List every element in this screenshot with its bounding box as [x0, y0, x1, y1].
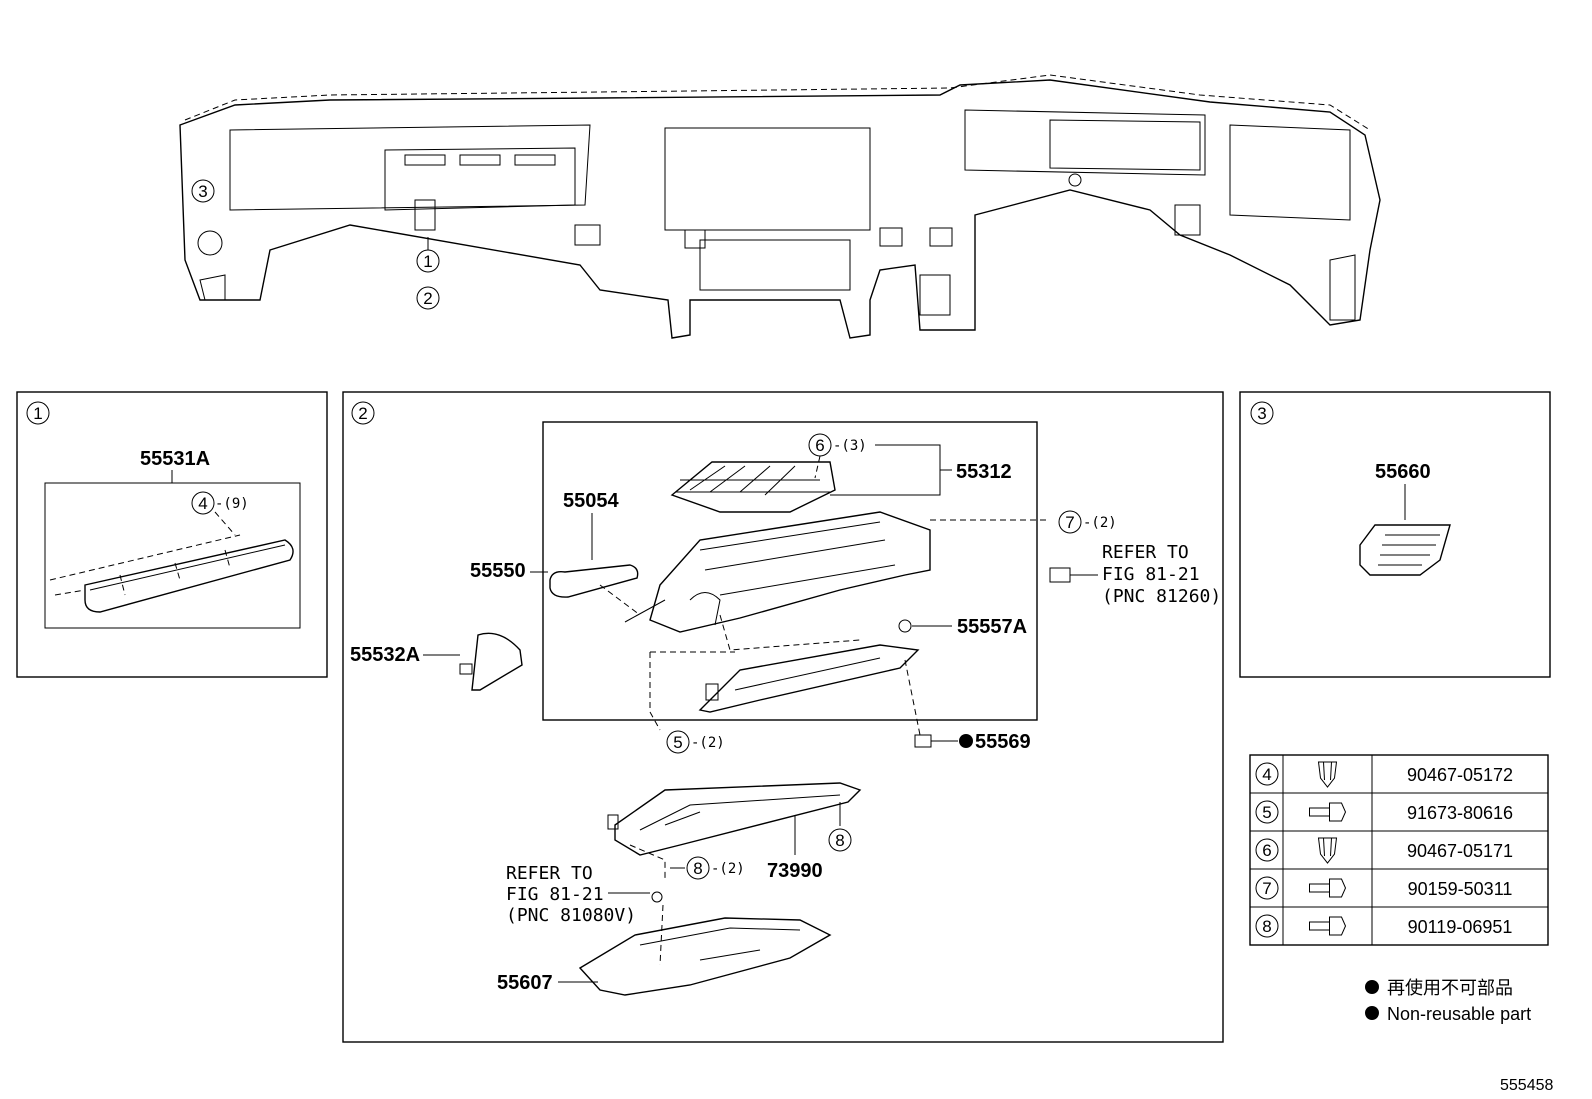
label-55569: 55569 [975, 731, 1031, 753]
legend-dot-jp [1365, 980, 1379, 994]
label-55054: 55054 [563, 490, 619, 512]
screw-icon [1309, 878, 1347, 898]
connector-drawing [1049, 567, 1071, 583]
fastener-part-number: 90467-05172 [1407, 765, 1513, 785]
dashboard-frame-drawing [179, 74, 1381, 339]
main-callout-1: 1 [416, 249, 440, 273]
figure-id: 555458 [1500, 1077, 1553, 1094]
lower-panel-drawing [578, 904, 832, 996]
label-73990: 73990 [767, 860, 823, 882]
label-55660: 55660 [1375, 461, 1431, 483]
refer2-line3: (PNC 81080V) [506, 905, 636, 926]
fastener-part-number: 90159-50311 [1408, 879, 1513, 899]
box3-tag-text: 3 [1257, 404, 1266, 423]
refer1-line1: REFER TO [1102, 542, 1189, 563]
qty-6: -(3) [833, 438, 867, 454]
ref-7-text: 7 [1065, 513, 1074, 532]
fastener-row: 4 90467-05172 [1255, 755, 1513, 793]
glovebox-door-drawing [607, 782, 862, 880]
ref-8b-text: 8 [835, 831, 844, 850]
label-55607: 55607 [497, 972, 553, 994]
lower-garnish-drawing [698, 644, 920, 713]
refer2-line2: FIG 81-21 [506, 884, 604, 905]
detail-box-1: 1 55531A 4 -(9) [16, 391, 328, 678]
main-callout-2: 2 [416, 286, 440, 310]
fastener-table: 4 90467-05172 5 91673-80616 6 90467-05171 7 901… [1249, 754, 1549, 946]
main-callout-2-text: 2 [423, 289, 432, 308]
label-55312: 55312 [956, 461, 1012, 483]
fastener-row: 8 90119-06951 [1250, 906, 1548, 945]
ref-6-text: 6 [815, 436, 824, 455]
qty-5: -(2) [691, 735, 725, 751]
detail-box-2: 2 6 -(3) 55312 55054 55550 [342, 391, 1224, 1043]
refer1-line3: (PNC 81260) [1102, 586, 1221, 607]
fastener-row: 7 90159-50311 [1250, 868, 1548, 907]
box1-clip-qty: -(9) [215, 496, 249, 512]
fastener-row: 6 90467-05171 [1250, 830, 1548, 869]
qty-8: -(2) [711, 861, 745, 877]
fastener-part-number: 90467-05171 [1407, 841, 1513, 861]
legend-jp-text: 再使用不可部品 [1387, 978, 1513, 998]
vent-register-drawing [1359, 524, 1451, 576]
fastener-ref-circle [1255, 838, 1279, 862]
legend-dot-en [1365, 1006, 1379, 1020]
main-callout-3-text: 3 [198, 182, 207, 201]
main-callout-1-text: 1 [423, 252, 432, 271]
screw-icon [1309, 802, 1347, 822]
fastener-ref: 7 [1262, 879, 1271, 898]
clip-55569-drawing [914, 734, 932, 748]
side-cover-drawing [459, 632, 523, 691]
glovebox-housing-drawing [549, 511, 1048, 651]
fastener-ref: 6 [1262, 841, 1271, 860]
ref-5-text: 5 [673, 733, 682, 752]
non-reusable-marker [959, 734, 973, 748]
fastener-ref: 4 [1262, 765, 1271, 784]
label-55532A: 55532A [350, 644, 420, 666]
clip-55557A-drawing [898, 619, 912, 633]
fastener-ref: 8 [1262, 917, 1271, 936]
box2-tag-text: 2 [358, 404, 367, 423]
refer1-line2: FIG 81-21 [1102, 564, 1200, 585]
lamp-drawing [651, 891, 663, 903]
filter-part-drawing [670, 461, 836, 513]
label-55531A: 55531A [140, 448, 210, 470]
fastener-ref-circle [1255, 762, 1279, 786]
clip-icon [1317, 837, 1338, 864]
non-reusable-legend: 再使用不可部品 Non-reusable part [1365, 978, 1531, 1024]
garnish-part-drawing [49, 534, 294, 613]
refer2-line1: REFER TO [506, 863, 593, 884]
fastener-row: 5 91673-80616 [1250, 792, 1548, 831]
legend-en-text: Non-reusable part [1387, 1004, 1531, 1024]
fastener-ref: 5 [1262, 803, 1271, 822]
box1-clip-ref-text: 4 [198, 494, 207, 513]
clip-icon [1317, 761, 1338, 788]
fastener-ref-circle [1255, 800, 1279, 824]
qty-7: -(2) [1083, 515, 1117, 531]
screw-icon [1309, 916, 1347, 936]
label-55557A: 55557A [957, 616, 1027, 638]
fastener-ref-circle [1255, 876, 1279, 900]
fastener-part-number: 91673-80616 [1407, 803, 1513, 823]
fastener-ref-circle [1255, 914, 1279, 938]
fastener-part-number: 90119-06951 [1408, 917, 1513, 937]
box1-tag-text: 1 [33, 404, 42, 423]
label-55550: 55550 [470, 560, 526, 582]
detail-box-3: 3 55660 [1239, 391, 1551, 678]
main-callout-3: 3 [191, 179, 215, 203]
ref-8a-text: 8 [693, 859, 702, 878]
